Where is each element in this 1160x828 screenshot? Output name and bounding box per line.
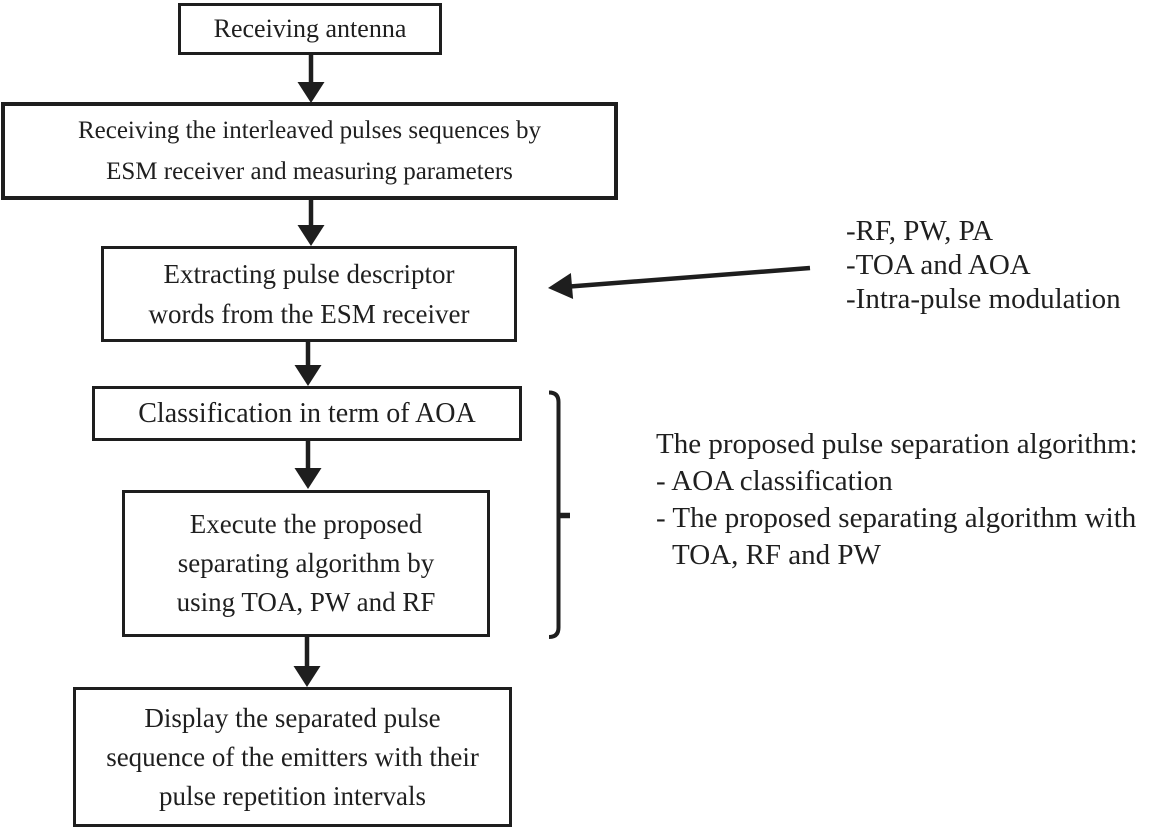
box-receiving-antenna-text: Receiving antenna [213, 14, 407, 43]
arrow-pdw-note-to-extraction [548, 265, 811, 299]
arrow-classification-to-separation [294, 440, 322, 489]
box-receiving-antenna: Receiving antenna [178, 3, 442, 55]
pdw-note-line-3: -Intra-pulse modulation [846, 283, 1121, 315]
separation-algorithm-note: The proposed pulse separation algorithm:… [656, 426, 1138, 574]
pdw-note-line-2: -TOA and AOA [846, 249, 1031, 281]
box-esm-receiving-text: Receiving the interleaved pulses sequenc… [77, 117, 542, 185]
algo-note-line-1: The proposed pulse separation algorithm: [656, 428, 1138, 460]
box-aoa-classification: Classification in term of AOA [92, 386, 522, 441]
box-display-result-text: Display the separated pulse sequence of … [106, 702, 479, 811]
arrow-receiver-to-extraction [297, 199, 325, 246]
arrow-separation-to-display [293, 636, 321, 687]
algo-note-line-4: TOA, RF and PW [672, 539, 881, 571]
box-aoa-classification-text: Classification in term of AOA [138, 397, 476, 429]
algo-note-line-3: - The proposed separating algorithm with [656, 502, 1137, 534]
box-display-result: Display the separated pulse sequence of … [73, 687, 512, 827]
brace-algorithm-group [548, 390, 570, 639]
box-esm-receiving: Receiving the interleaved pulses sequenc… [1, 102, 618, 200]
box-pdw-extraction-text: Extracting pulse descriptor words from t… [148, 259, 470, 329]
pdw-note-line-1: -RF, PW, PA [846, 215, 994, 247]
box-separating-algorithm: Execute the proposed separating algorith… [122, 490, 490, 637]
algo-note-line-2: - AOA classification [656, 465, 893, 497]
box-separating-algorithm-text: Execute the proposed separating algorith… [176, 509, 436, 617]
box-pdw-extraction: Extracting pulse descriptor words from t… [101, 246, 517, 342]
pdw-parameters-note: -RF, PW, PA -TOA and AOA -Intra-pulse mo… [846, 214, 1121, 316]
arrow-extraction-to-classification [294, 341, 322, 386]
arrow-antenna-to-receiver [297, 55, 325, 103]
